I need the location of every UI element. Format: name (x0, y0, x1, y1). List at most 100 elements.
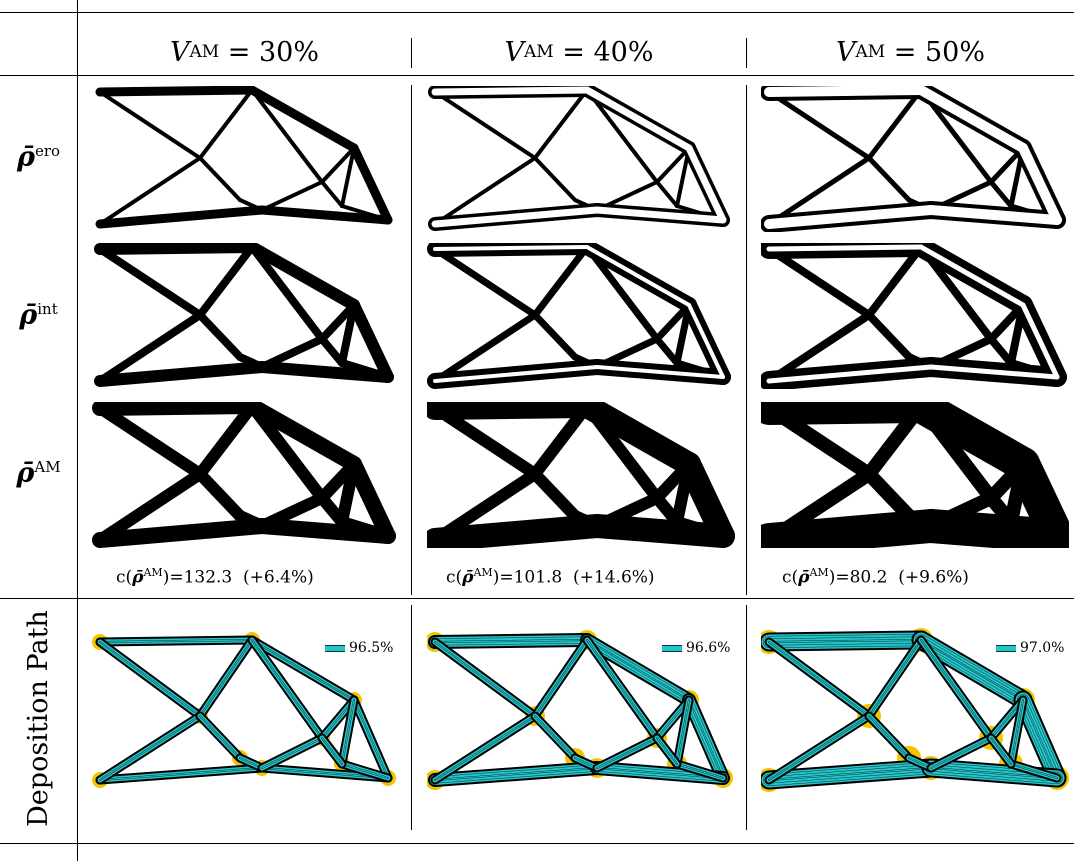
volume-value: = 40% (553, 36, 654, 68)
row-superscript: int (37, 300, 58, 318)
col-divider-1-body (411, 85, 412, 595)
structure-member (194, 468, 246, 522)
member-hole (593, 206, 727, 224)
volume-symbol: V (504, 36, 525, 68)
col-divider-2-path (746, 605, 747, 830)
row-label-int: ρ̄int (0, 300, 77, 331)
col-divider-1-head (411, 38, 412, 68)
structure-member (431, 245, 539, 319)
structure-member (766, 89, 872, 161)
label-column-divider (77, 0, 78, 861)
structure-member (236, 353, 266, 371)
caption-pre: c( (116, 567, 133, 588)
row-superscript: ero (34, 142, 61, 160)
member-hole (585, 245, 691, 307)
member-hole (766, 244, 924, 252)
structure-member (320, 180, 344, 208)
structure-member (765, 245, 873, 319)
path-legend-50: 97.0% (996, 640, 1064, 656)
member-hole (433, 365, 599, 383)
deposition-track (353, 699, 389, 779)
member-hole (928, 364, 1060, 380)
structure-member (865, 311, 913, 361)
structure-member (581, 402, 663, 504)
deposition-track (251, 639, 355, 701)
deposition-path-50 (761, 628, 1069, 792)
structure-member (655, 146, 691, 184)
member-hole (1020, 302, 1060, 380)
structure-member (917, 243, 995, 343)
volume-value: = 50% (885, 36, 985, 68)
structure-member (247, 86, 359, 153)
structure-member (98, 90, 202, 160)
member-hole (766, 364, 934, 384)
structure-am-40 (427, 402, 735, 548)
deposition-track (1010, 763, 1058, 779)
col-divider-2-head (746, 38, 747, 68)
structure-member (336, 458, 360, 528)
structure-member (248, 243, 326, 343)
member-hole (685, 144, 727, 224)
structure-member (338, 301, 358, 367)
structure-member (340, 204, 390, 222)
structure-member (1008, 145, 1026, 209)
structure-member (258, 335, 326, 371)
structure-member (533, 156, 577, 202)
path-swatch (662, 644, 682, 652)
structure-member (427, 402, 599, 420)
col-divider-2-body (746, 85, 747, 595)
deposition-path-label: Deposition Path (23, 609, 55, 827)
deposition-track (99, 641, 201, 717)
structure-member (529, 402, 593, 480)
structure-member (918, 87, 994, 185)
structure-am-50 (761, 402, 1069, 548)
structure-int-50 (761, 243, 1067, 389)
deposition-track (261, 767, 389, 779)
structure-member (762, 402, 876, 481)
structure-member (533, 88, 589, 160)
structure-member (348, 299, 394, 383)
caption-pre: c( (782, 567, 799, 588)
coverage-value: 97.0% (1020, 640, 1065, 656)
structure-member (765, 311, 873, 385)
deposition-track (768, 639, 922, 643)
table-top-rule (0, 12, 1074, 13)
structure-member (246, 402, 328, 504)
volume-symbol: V (836, 36, 856, 68)
deposition-track (1010, 699, 1024, 765)
structure-member (238, 198, 264, 212)
structure-member (346, 456, 396, 544)
structure-member (671, 458, 695, 528)
rho-symbol: ρ̄ (19, 300, 38, 331)
deposition-track (676, 699, 690, 765)
deposition-track (990, 737, 1012, 765)
structure-ero-40 (428, 86, 730, 231)
member-hole (764, 205, 936, 229)
volume-symbol: V (170, 36, 190, 68)
deposition-track (341, 763, 389, 779)
deposition-track (920, 639, 1024, 701)
structure-member (256, 361, 394, 383)
member-hole (431, 206, 601, 228)
deposition-track (434, 715, 536, 781)
volume-superscript: AM (855, 42, 886, 62)
structure-member (531, 311, 579, 361)
structure-member (98, 156, 202, 226)
structure-member (92, 518, 270, 548)
rho-symbol: ρ̄ (132, 567, 144, 588)
structure-member (531, 243, 591, 319)
rho-symbol: ρ̄ (462, 567, 474, 588)
member-hole (1018, 143, 1062, 225)
structure-member (320, 146, 356, 184)
structure-member (431, 311, 539, 385)
coverage-value: 96.5% (349, 640, 394, 656)
rho-symbol: ρ̄ (798, 567, 810, 588)
structure-member (987, 301, 1027, 343)
row-superscript: AM (34, 458, 61, 476)
structure-member (924, 491, 998, 533)
rho-symbol: ρ̄ (16, 458, 35, 489)
deposition-track (99, 639, 253, 643)
deposition-track (1022, 699, 1058, 779)
structure-member (595, 180, 659, 212)
